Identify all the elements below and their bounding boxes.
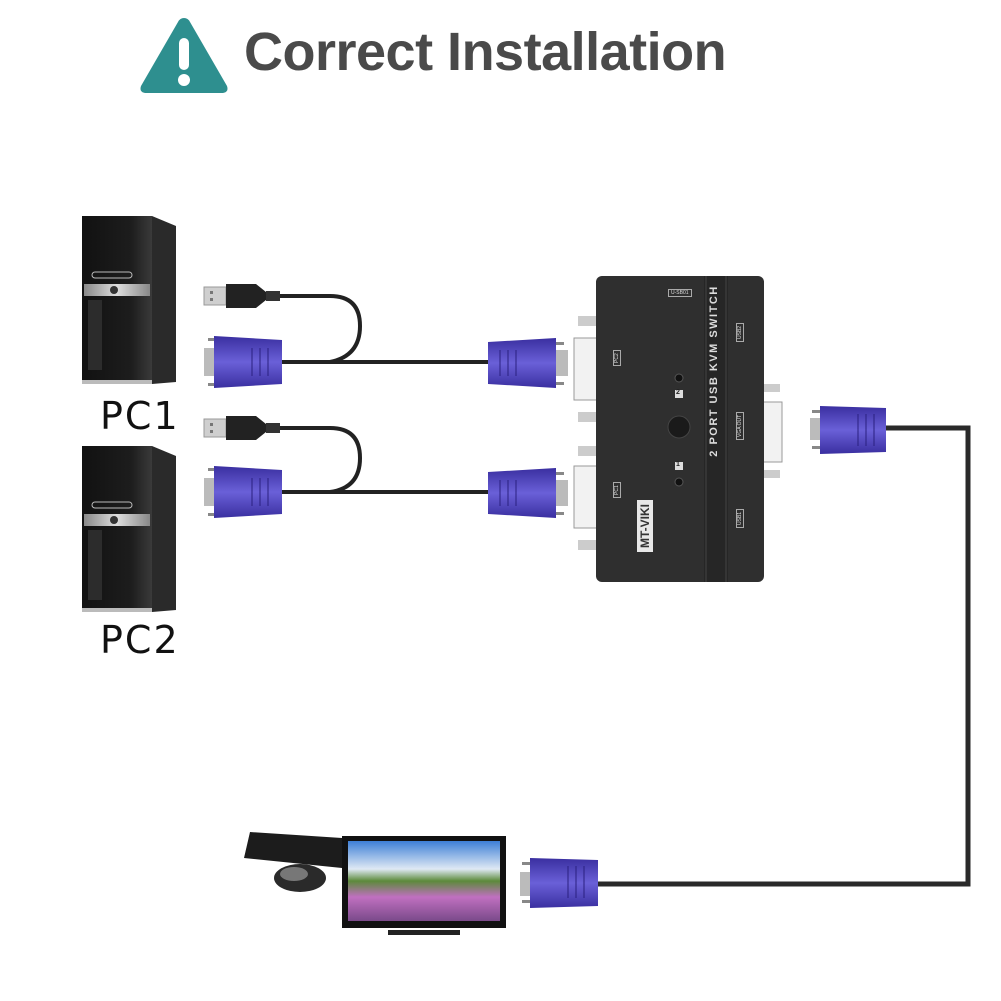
pc1-tower xyxy=(82,216,176,384)
button-label-1: 1 xyxy=(676,461,680,468)
usb-plug-icon xyxy=(203,416,280,440)
kvm-model-label: 2 PORT USB KVM SWITCH xyxy=(708,285,720,457)
port-label-usb1: USB1 xyxy=(736,508,744,528)
vga-connector-icon xyxy=(488,338,568,388)
keyboard-icon xyxy=(244,832,342,868)
vga-out-cable xyxy=(520,406,971,908)
cable-set-pc1 xyxy=(203,284,568,388)
vga-connector-icon xyxy=(810,406,886,454)
vga-connector-icon xyxy=(204,336,282,388)
vga-connector-icon xyxy=(488,468,568,518)
usb-plug-icon xyxy=(203,284,280,308)
kvm-switch xyxy=(573,276,783,582)
cable-set-pc2 xyxy=(203,416,568,518)
pc2-label: PC2 xyxy=(100,618,180,662)
mouse-icon xyxy=(274,864,326,892)
page-title: Correct Installation xyxy=(244,22,727,82)
port-label-usb2: USB2 xyxy=(736,322,744,342)
led-2-icon xyxy=(674,373,684,383)
kvm-brand-label: MT-VIKI xyxy=(637,500,653,552)
button-label-2: 2 xyxy=(676,389,680,396)
port-label-pc1: PC1 xyxy=(613,482,621,498)
pc2-tower xyxy=(82,446,176,612)
led-1-icon xyxy=(674,477,684,487)
vga-connector-icon xyxy=(520,858,598,908)
pc1-label: PC1 xyxy=(100,394,180,438)
vga-connector-icon xyxy=(204,466,282,518)
port-label-vga-out: VGA OUT xyxy=(736,411,744,440)
switch-button[interactable] xyxy=(667,415,691,439)
warning-triangle-icon xyxy=(140,18,228,93)
port-label-pc2: PC2 xyxy=(613,350,621,366)
port-label-top: U-SB01 xyxy=(668,289,692,297)
monitor-icon xyxy=(342,836,506,935)
